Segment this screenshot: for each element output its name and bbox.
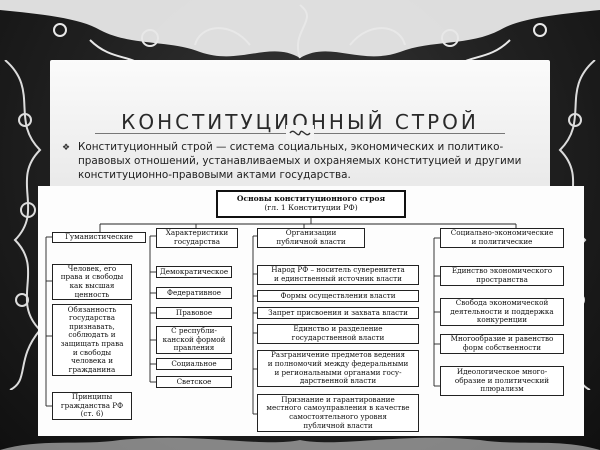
item-line: Правовое <box>175 307 213 317</box>
root-line: (гл. 1 Конституции РФ) <box>264 203 358 212</box>
item-line: Демократическое <box>159 266 229 276</box>
item-line: государственной власти <box>291 333 385 342</box>
head-humanistic: Гуманистические <box>52 232 146 243</box>
item-line: дарственной власти <box>299 376 377 386</box>
item-line: и полномочий между федеральными <box>267 358 409 368</box>
definition-line: конституционно-правовыми актами государс… <box>78 169 351 181</box>
definition-line: Конституционный строй — система социальн… <box>78 141 504 153</box>
socio-item: Идеологическое много-образие и политичес… <box>440 366 564 396</box>
definition-text: Конституционный строй — система социальн… <box>78 140 548 182</box>
item-line: соблюдать и <box>68 330 116 340</box>
item-line: местного самоуправления в качестве <box>266 403 410 413</box>
item-line: Идеологическое много- <box>456 367 548 377</box>
item-line: Принципы <box>71 392 113 402</box>
item-line: Социальное <box>171 358 217 368</box>
definition-line: правовых отношений, устанавливаемых и ох… <box>78 155 522 167</box>
power-item: Запрет присвоения и захвата власти <box>257 307 419 319</box>
diagram-root: Основы конституционного строя(гл. 1 Конс… <box>216 190 406 218</box>
item-line: Федеративное <box>167 287 221 297</box>
item-line: Человек, его <box>67 263 117 273</box>
item-line: Свобода экономической <box>455 298 549 308</box>
item-line: образие и политический <box>454 375 550 385</box>
item-line: и единственный источник власти <box>274 274 402 283</box>
head-label: Организации <box>285 228 337 238</box>
item-line: человека и <box>70 356 114 366</box>
item-line: конкуренции <box>476 315 528 325</box>
item-line: Единство и разделение <box>293 324 383 334</box>
head-label: государства <box>173 237 220 246</box>
head-label: Характеристики <box>165 228 229 238</box>
item-line: защищать права <box>60 339 124 348</box>
item-line: Обязанность <box>67 304 117 314</box>
bullet-icon: ❖ <box>62 143 71 153</box>
state-item: Социальное <box>156 358 232 370</box>
state-item: Правовое <box>156 307 232 319</box>
item-line: Светское <box>176 376 212 386</box>
item-line: С республи- <box>171 326 217 336</box>
item-line: ценность <box>74 289 110 299</box>
state-item: Федеративное <box>156 287 232 299</box>
item-line: пространства <box>476 275 528 284</box>
item-line: форм собственности <box>462 343 542 352</box>
item-line: (ст. 6) <box>80 409 104 419</box>
item-line: гражданина <box>68 364 116 374</box>
item-line: Признание и гарантирование <box>281 394 395 404</box>
head-label: Гуманистические <box>65 232 133 242</box>
item-line: и свободы <box>72 347 112 357</box>
head-label: и политические <box>471 237 533 246</box>
head-label: публичной власти <box>276 237 346 246</box>
flourish-icon <box>286 125 314 141</box>
root-line: Основы конституционного строя <box>236 194 386 204</box>
item-line: признавать, <box>69 321 115 331</box>
power-item: Формы осуществления власти <box>257 290 419 302</box>
item-line: правления <box>173 343 215 353</box>
state-item: Светское <box>156 376 232 388</box>
head-label: Социально-экономические <box>450 228 554 238</box>
item-line: Народ РФ – носитель суверенитета <box>271 265 405 275</box>
item-line: права и свободы <box>60 272 124 282</box>
left-ornament <box>4 60 42 390</box>
item-line: самостоятельного уровня <box>289 412 387 421</box>
bottom-ornament <box>0 437 600 450</box>
constitution-diagram: Основы конституционного строя(гл. 1 Конс… <box>38 186 584 436</box>
item-line: Запрет присвоения и захвата власти <box>268 307 408 317</box>
item-line: Разграничение предметов ведения <box>270 350 406 360</box>
item-line: плюрализм <box>480 384 524 394</box>
state-item: Демократическое <box>156 266 232 278</box>
item-line: канской формой <box>162 334 226 344</box>
item-line: Многообразие и равенство <box>450 334 554 344</box>
item-line: деятельности и поддержка <box>450 306 554 316</box>
item-line: гражданства РФ <box>60 400 124 410</box>
item-line: и региональными органами госу- <box>274 367 402 377</box>
connector-lines <box>45 218 517 415</box>
item-line: публичной власти <box>303 420 373 430</box>
item-line: как высшая <box>69 281 115 290</box>
item-line: Единство экономического <box>451 266 553 276</box>
item-line: Формы осуществления власти <box>280 290 396 300</box>
item-line: государства <box>68 313 115 323</box>
